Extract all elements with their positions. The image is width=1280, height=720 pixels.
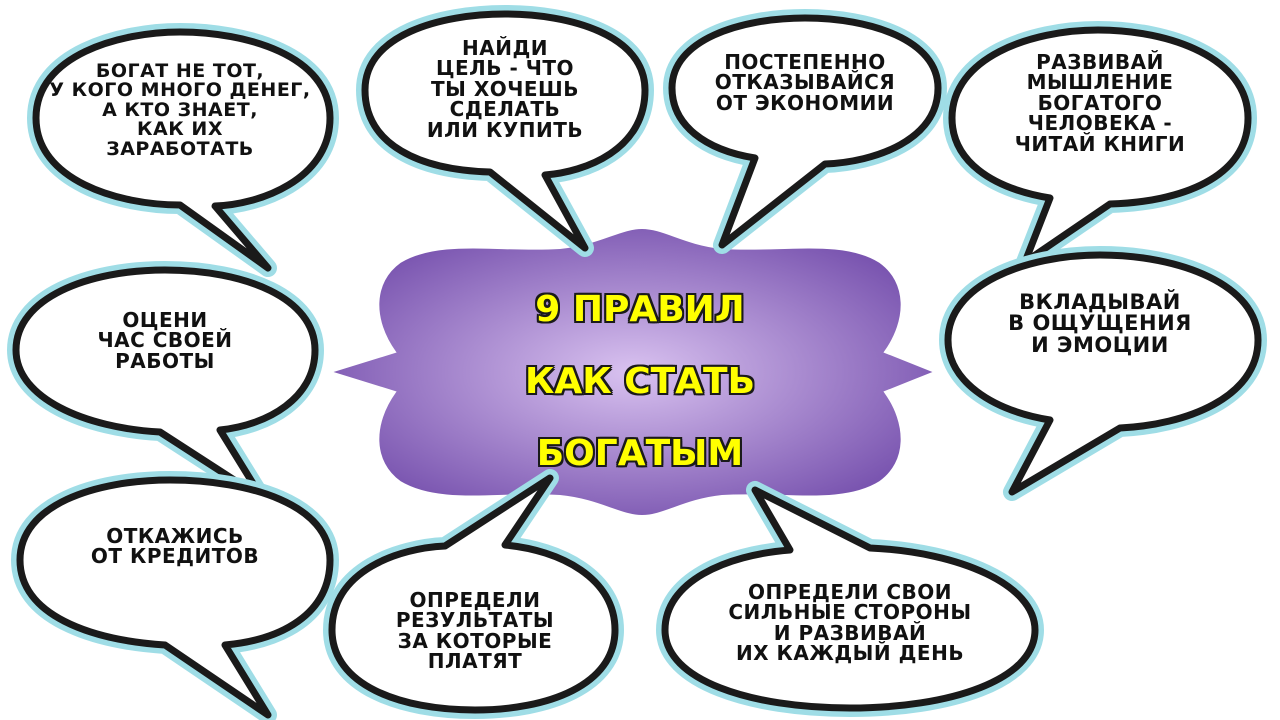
rule-invest-line-2: в ощущения (1008, 311, 1192, 336)
rule-thinking-line-4: человека - (1027, 111, 1173, 136)
rule-goal-line-5: или купить (426, 117, 584, 142)
center-shape (326, 226, 938, 518)
rule-goal-text: Найди цель - что ты хочешь сделать или к… (380, 38, 630, 140)
bubble-credits (11, 471, 339, 720)
title-line-2: КАК СТАТЬ (524, 361, 756, 402)
rule-hour-line-3: работы (115, 348, 215, 373)
rule-rich-text: Богат не тот, у кого много денег, а кто … (20, 60, 340, 160)
rule-results-line-3: за которые (397, 628, 553, 653)
bubble-strengths (656, 481, 1044, 717)
rule-results-line-1: Определи (409, 588, 541, 612)
rule-credits-line-2: от кредитов (90, 544, 260, 569)
rule-strengths-line-3: и развивай (773, 620, 927, 645)
rule-strengths-line-1: Определи свои (747, 580, 952, 604)
title-line-1: 9 ПРАВИЛ (535, 289, 745, 330)
rule-hour-text: Оцени час своей работы (40, 308, 290, 373)
bubble-results (323, 469, 624, 719)
bubble-thinking (943, 21, 1257, 271)
rule-thinking-line-5: читай книги (1014, 131, 1186, 156)
rule-hour-line-1: Оцени (122, 308, 208, 332)
rule-economy-line-1: Постепенно (724, 50, 886, 74)
rule-results-text: Определи результаты за которые платят (350, 590, 600, 672)
center-title: 9 ПРАВИЛ КАК СТАТЬ БОГАТЫМ (430, 282, 850, 498)
rule-results-line-2: результаты (395, 608, 555, 633)
rule-hour-line-2: час своей (97, 328, 233, 353)
rule-invest-line-1: Вкладывай (1019, 290, 1181, 314)
rule-goal-line-1: Найди (461, 36, 548, 60)
rule-strengths-line-4: их каждый день (735, 641, 965, 666)
rule-goal-line-4: сделать (449, 97, 561, 122)
rule-rich-line-1: Богат не тот, (95, 60, 265, 82)
rule-economy-line-3: от экономии (715, 90, 895, 115)
title-line-3: БОГАТЫМ (536, 433, 744, 474)
rule-goal-line-2: цель - что (435, 56, 575, 81)
rule-thinking-line-1: Развивай (1036, 50, 1164, 74)
rule-thinking-text: Развивай мышление богатого человека - чи… (965, 52, 1235, 154)
rule-rich-line-4: как их (137, 118, 223, 141)
rule-credits-text: Откажись от кредитов (40, 526, 310, 567)
rule-invest-line-3: и эмоции (1031, 332, 1169, 357)
bubble-rich (27, 23, 339, 277)
bubble-hour (7, 261, 324, 507)
rule-rich-line-5: заработать (106, 137, 254, 160)
rule-economy-line-2: отказывайся (714, 70, 896, 95)
rule-goal-line-3: ты хочешь (430, 76, 580, 101)
rule-economy-text: Постепенно отказывайся от экономии (680, 50, 930, 115)
rule-credits-line-1: Откажись (106, 524, 244, 548)
rule-invest-text: Вкладывай в ощущения и эмоции (965, 290, 1235, 357)
bubble-economy (663, 9, 947, 254)
rule-thinking-line-3: богатого (1037, 90, 1163, 115)
rule-results-line-4: платят (427, 649, 523, 674)
rule-strengths-line-2: сильные стороны (728, 600, 972, 625)
bubble-invest (939, 246, 1267, 501)
rule-rich-line-3: а кто знает, (102, 98, 258, 121)
rule-thinking-line-2: мышление (1026, 70, 1174, 95)
rule-rich-line-2: у кого много денег, (49, 79, 311, 102)
rule-strengths-text: Определи свои сильные стороны и развивай… (690, 582, 1010, 664)
bubble-goal (356, 5, 654, 257)
